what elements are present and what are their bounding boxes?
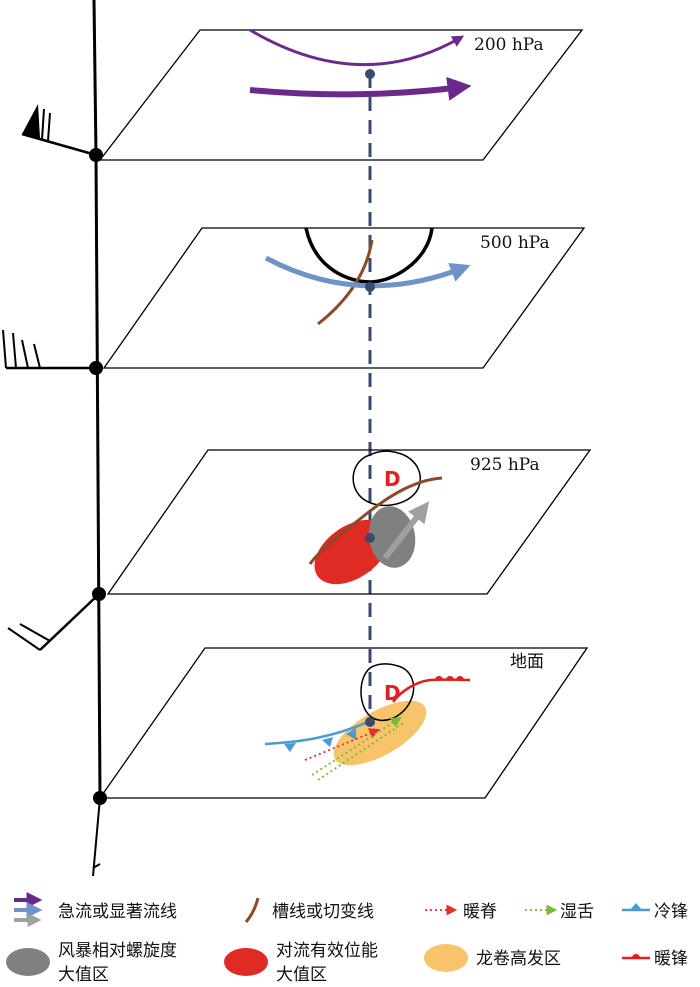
low-center-925: [365, 533, 375, 543]
legend: 急流或显著流线 槽线或切变线 暖脊 湿舌 冷锋 风暴相对螺旋度 大值区 对流有效…: [6, 892, 688, 985]
legend-tornado-zone-icon: [424, 944, 468, 972]
plane-500-outline: [102, 227, 586, 369]
low-center-surface: [365, 717, 375, 727]
low-contour-surface: [360, 663, 415, 722]
legend-jet-label: 急流或显著流线: [58, 902, 177, 922]
label-200hpa: 200 hPa: [474, 35, 544, 55]
warm-ridge-surface: [304, 728, 380, 761]
low-contour-925: [352, 450, 421, 507]
legend-warm-front-icon: [622, 954, 650, 960]
axis-top-line: [92, 0, 98, 156]
low-center-200: [365, 69, 375, 79]
plane-200: 200 hPa: [98, 28, 584, 161]
jet-streamline-200-curved: [249, 28, 465, 67]
plane-925: D 925 hPa: [106, 449, 592, 595]
plane-200-outline: [98, 29, 584, 161]
label-500hpa: 500 hPa: [480, 233, 550, 253]
legend-cold-front-icon: [622, 903, 650, 912]
plane-500: 500 hPa: [102, 227, 586, 369]
label-surface: 地面: [510, 652, 544, 672]
warm-front-surface: [391, 678, 471, 703]
vertical-axis: [2, 0, 107, 877]
wind-barb-200: [21, 104, 97, 157]
cold-front-surface: [264, 720, 369, 746]
low-center-500: [365, 282, 375, 292]
wind-barb-925: [7, 593, 100, 651]
low-level-jet-925: [382, 501, 430, 560]
legend-tornado-zone-label: 龙卷高发区: [476, 949, 561, 969]
axis-main-line: [94, 154, 102, 799]
jet-stream-200: [249, 76, 472, 101]
wind-barb-500: [2, 329, 96, 370]
jet-stream-500: [264, 255, 471, 289]
low-marker-surface: D: [384, 681, 401, 705]
legend-wet-tongue-label: 湿舌: [560, 902, 594, 922]
plane-925-outline: [106, 449, 592, 595]
legend-cape-label-1: 对流有效位能: [276, 941, 378, 961]
trough-line-925: [308, 476, 443, 565]
legend-jet-icon: [14, 892, 43, 927]
legend-warm-front-label: 暖锋: [654, 949, 688, 969]
legend-cape-icon: [224, 948, 268, 976]
legend-srh-label-1: 风暴相对螺旋度: [58, 941, 177, 961]
axis-bottom-line: [92, 797, 101, 877]
trough-line-500: [317, 239, 374, 326]
plane-surface-outline: [98, 647, 589, 799]
legend-warm-ridge-label: 暖脊: [463, 902, 497, 922]
legend-srh-label-2: 大值区: [58, 965, 109, 985]
low-marker-925: D: [384, 467, 401, 491]
label-925hpa: 925 hPa: [470, 455, 540, 475]
legend-cold-front-label: 冷锋: [654, 902, 688, 922]
srh-high-zone-925: [368, 506, 416, 568]
legend-cape-label-2: 大值区: [276, 965, 327, 985]
plane-surface: D 地面: [98, 647, 589, 799]
legend-srh-icon: [6, 948, 50, 976]
tornado-zone-surface: [333, 700, 427, 766]
legend-trough-label: 槽线或切变线: [272, 902, 374, 922]
legend-trough-icon: [244, 897, 260, 923]
axis-bottom-tick: [92, 863, 101, 869]
